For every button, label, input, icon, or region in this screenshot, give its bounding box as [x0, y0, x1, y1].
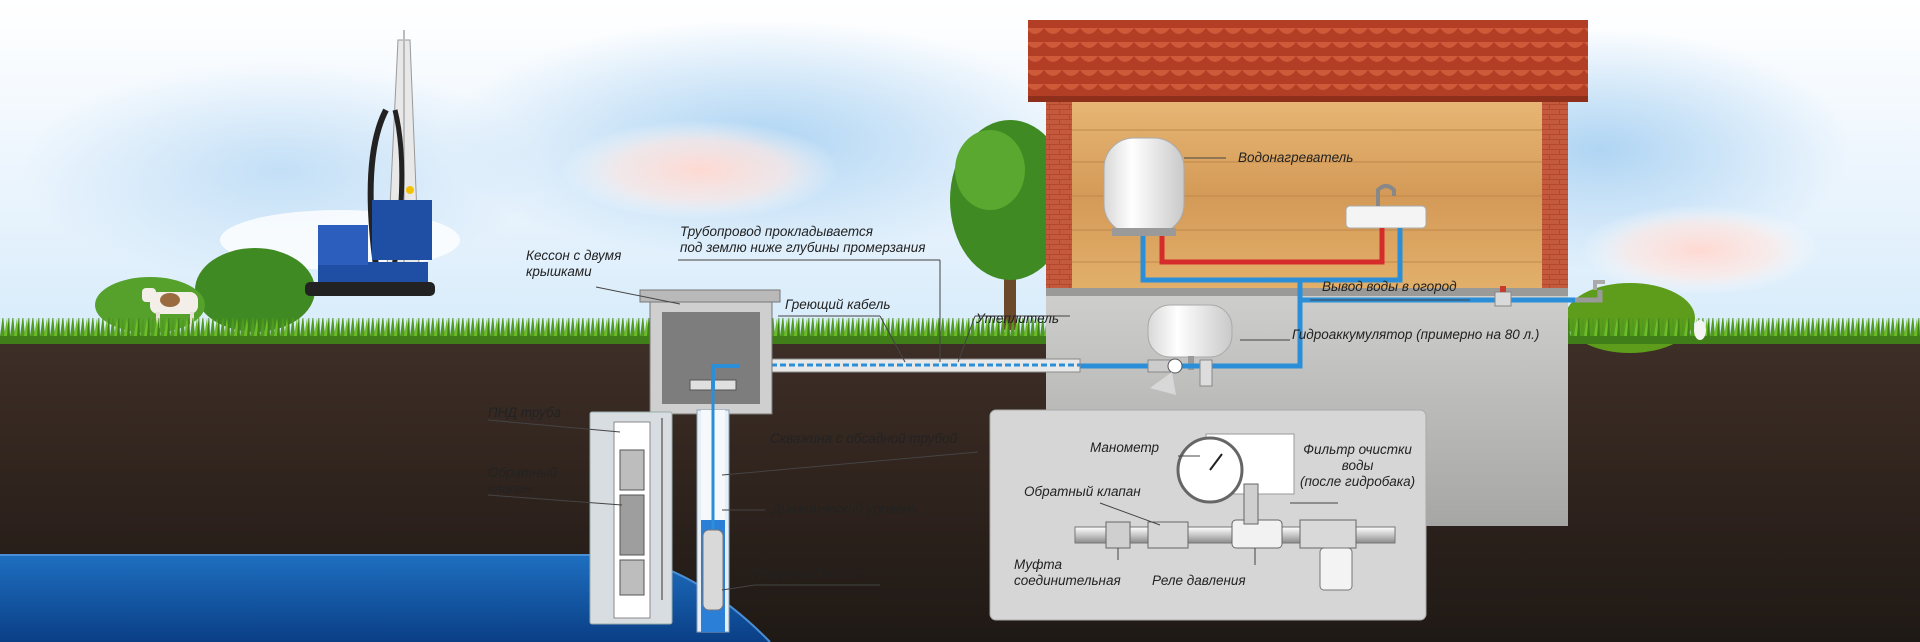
label-coupling: Муфта соединительная [1014, 557, 1121, 588]
label-pressure-relay: Реле давления [1152, 573, 1246, 588]
roof [1028, 20, 1588, 102]
sink [1345, 184, 1427, 229]
cold-water-pipe [1140, 236, 1300, 283]
bush [195, 248, 315, 332]
label-submersible-pump: Погружной насос [752, 566, 862, 581]
cow [142, 288, 198, 328]
label-insulation: Утеплитель [976, 311, 1059, 326]
leader-lines [487, 157, 1470, 591]
borehole-casing [696, 390, 730, 633]
label-water-heater: Водонагреватель [1238, 150, 1354, 165]
water-filter [1319, 547, 1353, 591]
groundwater [0, 555, 770, 642]
label-pnd-pipe: ПНД труба [488, 405, 562, 420]
cloud [560, 120, 840, 220]
label-accumulator: Гидроаккумулятор (примерно на 80 л.) [1292, 327, 1540, 342]
label-check-valve-detail: Обратный клапан [1024, 484, 1141, 499]
goose [1694, 320, 1706, 340]
label-borehole: Скважина с обсадной трубой [770, 431, 958, 446]
valve-assembly-inset [989, 372, 1427, 621]
drilling-rig [305, 30, 435, 296]
hot-water-pipe [1159, 228, 1385, 265]
label-filter: Фильтр очистки воды (после гидробака) [1300, 442, 1416, 489]
caisson [639, 289, 781, 415]
pump-detail-inset [589, 411, 673, 625]
label-pipeline: Трубопровод прокладывается под землю ниж… [680, 224, 926, 255]
hydro-accumulator [1147, 304, 1233, 370]
label-check-valve-left: Обратный клапан [488, 465, 558, 496]
label-manometer: Манометр [1090, 440, 1160, 455]
label-garden-outlet: Вывод воды в огород [1322, 279, 1457, 294]
label-heating-cable: Греющий кабель [785, 297, 891, 312]
water-heater [1103, 137, 1185, 236]
label-dynamic-level: Динамический уровень [772, 501, 918, 516]
label-caisson: Кессон с двумя крышками [526, 248, 622, 279]
cloud [1580, 205, 1820, 295]
submersible-pump [702, 529, 724, 611]
